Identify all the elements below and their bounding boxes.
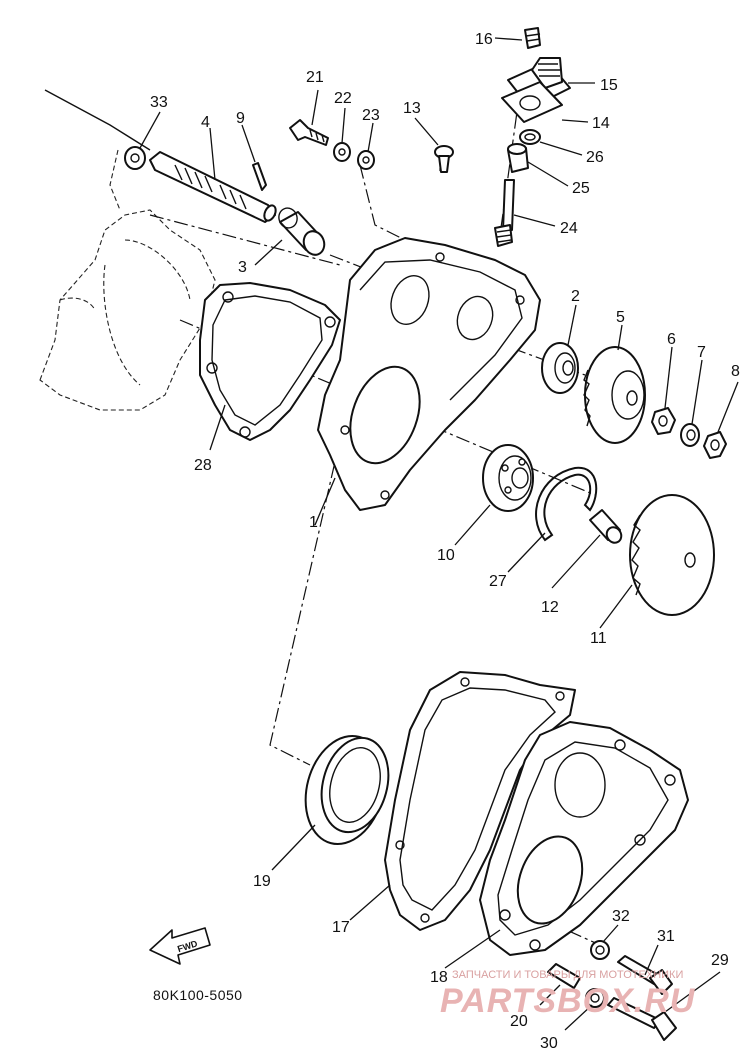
- label-4: 4: [201, 114, 210, 131]
- washer-32: [590, 940, 610, 960]
- shaft-4: [149, 151, 277, 223]
- cover-18: [479, 721, 689, 956]
- bolt-21: [289, 119, 329, 146]
- label-1: 1: [309, 514, 318, 531]
- pin-12: [589, 509, 623, 544]
- gasket-14: [501, 81, 563, 123]
- label-10: 10: [437, 547, 455, 564]
- label-33: 33: [150, 94, 168, 111]
- label-32: 32: [612, 908, 630, 925]
- washer-22: [333, 142, 351, 162]
- drawing-code: 80K100-5050: [153, 987, 243, 1003]
- label-5: 5: [616, 309, 625, 326]
- sleeve-3: [278, 207, 326, 256]
- label-8: 8: [731, 363, 740, 380]
- oring-26: [519, 129, 541, 145]
- screw-16: [524, 27, 541, 49]
- pin-9: [252, 162, 267, 191]
- case-1: [317, 237, 541, 511]
- label-31: 31: [657, 928, 675, 945]
- gear-shaft-24: [494, 179, 515, 247]
- label-12: 12: [541, 599, 559, 616]
- label-28: 28: [194, 457, 212, 474]
- label-3: 3: [238, 259, 247, 276]
- label-20: 20: [510, 1013, 528, 1030]
- label-14: 14: [592, 115, 610, 132]
- label-16: 16: [475, 31, 493, 48]
- gasket-28: [199, 282, 341, 441]
- label-7: 7: [697, 344, 706, 361]
- bolt-31: [617, 955, 673, 995]
- dowel-20: [547, 963, 581, 989]
- label-17: 17: [332, 919, 350, 936]
- screw-13: [434, 145, 454, 173]
- watermark-tagline: ЗАПЧАСТИ И ТОВАРЫ ДЛЯ МОТОТЕХНИКИ: [452, 969, 683, 981]
- gasket-17: [384, 671, 576, 931]
- label-21: 21: [306, 69, 324, 86]
- label-18: 18: [430, 969, 448, 986]
- label-15: 15: [600, 77, 618, 94]
- gear-5: [583, 346, 646, 444]
- label-11: 11: [590, 630, 607, 647]
- label-30: 30: [540, 1035, 558, 1052]
- label-27: 27: [489, 573, 507, 590]
- washer-7: [680, 423, 700, 447]
- circlip-27: [535, 466, 598, 542]
- label-24: 24: [560, 220, 578, 237]
- nut-8: [703, 431, 727, 459]
- label-25: 25: [572, 180, 590, 197]
- bearing-10: [482, 444, 534, 512]
- label-23: 23: [362, 107, 380, 124]
- gear-11: [629, 494, 715, 616]
- watermark: ЗАПЧАСТИ И ТОВАРЫ ДЛЯ МОТОТЕХНИКИ PARTSB…: [440, 969, 696, 1020]
- label-29: 29: [711, 952, 729, 969]
- label-26: 26: [586, 149, 604, 166]
- label-2: 2: [571, 288, 580, 305]
- washer-30: [585, 988, 605, 1008]
- label-22: 22: [334, 90, 352, 107]
- label-19: 19: [253, 873, 271, 890]
- oil-seal-19: [304, 734, 390, 846]
- watermark-brand: PARTSBOX.RU: [440, 982, 696, 1020]
- part-labels: 33 4 9 3 21 22 23 13 16 15 14 26 25 24 2…: [150, 31, 740, 1052]
- washer-23: [357, 150, 375, 170]
- nut-6: [651, 407, 676, 435]
- bearing-2: [541, 342, 579, 394]
- label-9: 9: [236, 110, 245, 127]
- label-13: 13: [403, 100, 421, 117]
- bolt-29: [607, 997, 677, 1041]
- engine-outline: [39, 89, 216, 411]
- label-6: 6: [667, 331, 676, 348]
- washer-33: [124, 146, 146, 170]
- leader-lines: [139, 37, 739, 1031]
- bushing-25: [507, 143, 529, 173]
- fwd-arrow-icon: FWD: [149, 927, 211, 965]
